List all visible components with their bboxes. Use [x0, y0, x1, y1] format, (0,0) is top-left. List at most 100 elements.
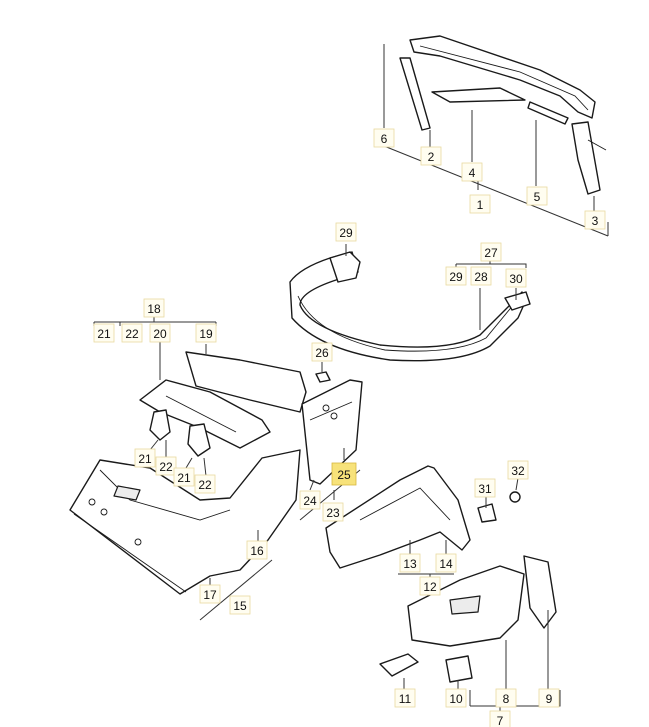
callout-number: 12 — [423, 580, 437, 594]
callout-12[interactable]: 12 — [419, 576, 441, 596]
callout-number: 23 — [326, 506, 340, 520]
callout-box — [155, 456, 177, 476]
callout-28[interactable]: 28 — [470, 266, 492, 286]
callout-number: 8 — [503, 692, 510, 706]
front-body-panels — [69, 351, 363, 595]
callout-box — [445, 266, 467, 286]
callout-box — [311, 342, 333, 362]
callout-1[interactable]: 1 — [469, 194, 491, 214]
callout-26[interactable]: 26 — [311, 342, 333, 362]
callout-number: 9 — [546, 692, 553, 706]
callout-box — [419, 576, 441, 596]
callout-23[interactable]: 23 — [322, 502, 344, 522]
callout-22[interactable]: 22 — [155, 456, 177, 476]
callout-31[interactable]: 31 — [474, 478, 496, 498]
callout-box — [93, 323, 115, 343]
hoop-bracket-30 — [504, 291, 531, 311]
callout-box — [399, 553, 421, 573]
callout-number: 27 — [484, 246, 498, 260]
callout-box — [474, 478, 496, 498]
callout-22[interactable]: 22 — [194, 474, 216, 494]
callout-number: 14 — [439, 557, 453, 571]
callout-number: 22 — [159, 460, 173, 474]
callout-box — [322, 502, 344, 522]
callout-number: 24 — [303, 494, 317, 508]
callout-30[interactable]: 30 — [505, 268, 527, 288]
seal-strip-5 — [527, 101, 569, 125]
callout-10[interactable]: 10 — [445, 688, 467, 708]
callout-box — [526, 186, 548, 206]
callout-27[interactable]: 27 — [480, 242, 502, 262]
callout-9[interactable]: 9 — [538, 688, 560, 708]
callout-number: 11 — [399, 692, 412, 706]
callout-number: 25 — [337, 468, 351, 482]
callout-32[interactable]: 32 — [507, 460, 529, 480]
callout-box — [143, 298, 165, 318]
callout-7[interactable]: 7 — [489, 710, 511, 727]
panel-11 — [379, 653, 419, 677]
callout-number: 3 — [592, 214, 599, 228]
callout-number: 6 — [381, 132, 388, 146]
callout-19[interactable]: 19 — [195, 323, 217, 343]
callout-11[interactable]: 11 — [394, 688, 416, 708]
callout-16[interactable]: 16 — [246, 540, 268, 560]
callout-21[interactable]: 21 — [173, 467, 195, 487]
callout-4[interactable]: 4 — [461, 162, 483, 182]
seal-strip-3 — [571, 121, 601, 195]
window-seal-frame — [399, 35, 607, 195]
callout-18[interactable]: 18 — [143, 298, 165, 318]
callout-number: 16 — [250, 544, 264, 558]
callout-22[interactable]: 22 — [121, 323, 143, 343]
callout-13[interactable]: 13 — [399, 553, 421, 573]
callout-24[interactable]: 24 — [299, 490, 321, 510]
callout-number: 21 — [97, 327, 111, 341]
bolt-32 — [509, 491, 521, 503]
callout-box — [149, 323, 171, 343]
callout-box — [495, 688, 517, 708]
callout-14[interactable]: 14 — [435, 553, 457, 573]
callout-number: 2 — [428, 150, 435, 164]
callout-box — [331, 462, 357, 486]
bracket-21-right — [187, 423, 211, 457]
callout-15[interactable]: 15 — [229, 595, 251, 615]
callout-21[interactable]: 21 — [93, 323, 115, 343]
callout-number: 29 — [339, 226, 353, 240]
callout-box — [394, 688, 416, 708]
panel-10 — [445, 655, 473, 683]
callout-5[interactable]: 5 — [526, 186, 548, 206]
callout-box — [173, 467, 195, 487]
hoop-bracket-29 — [329, 251, 361, 283]
callout-20[interactable]: 20 — [149, 323, 171, 343]
callout-number: 13 — [403, 557, 417, 571]
lower-rear-panels — [379, 555, 557, 683]
callout-number: 21 — [177, 471, 191, 485]
callout-8[interactable]: 8 — [495, 688, 517, 708]
callout-box — [489, 710, 511, 727]
callout-number: 22 — [125, 327, 139, 341]
callout-box — [507, 460, 529, 480]
callout-box — [538, 688, 560, 708]
callout-17[interactable]: 17 — [199, 584, 221, 604]
callout-3[interactable]: 3 — [584, 210, 606, 230]
callout-number: 21 — [138, 452, 152, 466]
callout-box — [505, 268, 527, 288]
callout-box — [461, 162, 483, 182]
seal-strip-2 — [399, 57, 431, 131]
callout-2[interactable]: 2 — [420, 146, 442, 166]
bolt-26 — [315, 371, 331, 383]
callout-box — [470, 266, 492, 286]
callout-29[interactable]: 29 — [445, 266, 467, 286]
callout-box — [435, 553, 457, 573]
callout-number: 10 — [449, 692, 463, 706]
callout-6[interactable]: 6 — [373, 128, 395, 148]
callout-box — [121, 323, 143, 343]
callout-21[interactable]: 21 — [134, 448, 156, 468]
callout-25-highlighted[interactable]: 25 — [331, 462, 357, 486]
callout-box — [229, 595, 251, 615]
clip-31 — [477, 503, 497, 523]
callout-number: 28 — [474, 270, 488, 284]
callout-box — [134, 448, 156, 468]
callout-29[interactable]: 29 — [335, 222, 357, 242]
callout-box — [199, 584, 221, 604]
